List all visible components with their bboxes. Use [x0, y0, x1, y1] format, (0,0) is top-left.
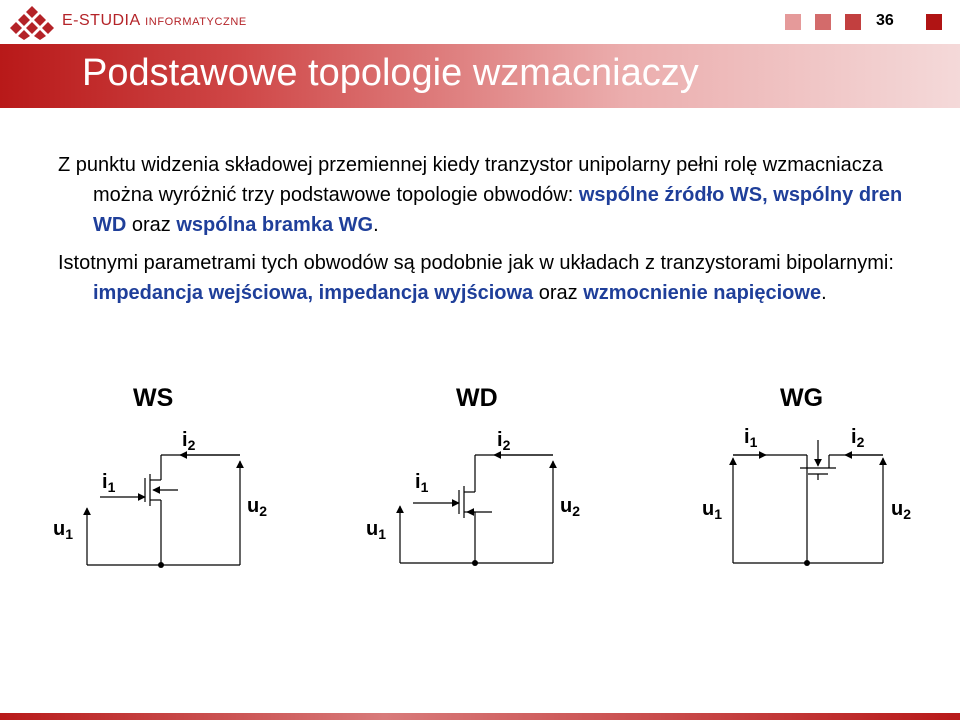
label-u1: u1: [366, 518, 386, 542]
label-u1: u1: [702, 498, 722, 522]
decor-square: [926, 14, 942, 30]
label-i1: i1: [415, 471, 429, 495]
text-run: Z punktu widzenia składowej przemiennej …: [58, 154, 883, 206]
label-i2: i2: [497, 429, 511, 453]
label-u2: u2: [560, 495, 580, 519]
decor-square: [845, 14, 861, 30]
circuit-ws: [83, 451, 244, 568]
label-i2: i2: [182, 429, 196, 453]
label-u2: u2: [891, 498, 911, 522]
circuit-label-ws: WS: [133, 384, 173, 412]
text-run: oraz: [126, 214, 177, 236]
footer-bar: [0, 713, 960, 720]
page-number: 36: [876, 12, 894, 29]
page-title: Podstawowe topologie wzmacniaczy: [82, 52, 699, 94]
circuit-label-wd: WD: [456, 384, 498, 412]
decor-square: [785, 14, 801, 30]
title-bar: Podstawowe topologie wzmacniaczy: [0, 44, 960, 108]
highlight-run: impedancja wejściowa, impedancja wyjścio…: [93, 282, 534, 304]
paragraph-1: Z punktu widzenia składowej przemiennej …: [58, 150, 918, 240]
text-run: .: [373, 214, 379, 236]
text-run: oraz: [533, 282, 584, 304]
logo-icon: [10, 6, 54, 40]
label-u2: u2: [247, 495, 267, 519]
logo-text-sub: INFORMATYCZNE: [145, 16, 247, 28]
text-run: Istotnymi parametrami tych obwodów są po…: [58, 252, 894, 274]
label-i1: i1: [102, 471, 116, 495]
logo-text: E-STUDIA INFORMATYCZNE: [62, 12, 247, 30]
body-text: Z punktu widzenia składowej przemiennej …: [58, 150, 918, 316]
text-run: .: [821, 282, 827, 304]
circuit-wd: [396, 451, 557, 566]
junction-dot: [158, 562, 164, 568]
label-u1: u1: [53, 518, 73, 542]
decor-square: [815, 14, 831, 30]
junction-dot: [804, 560, 810, 566]
paragraph-2: Istotnymi parametrami tych obwodów są po…: [58, 248, 918, 308]
highlight-run: wzmocnienie napięciowe: [583, 282, 822, 304]
highlight-run: wspólne źródło WS, wspólny dren WD: [93, 184, 903, 236]
highlight-run: wspólna bramka WG: [176, 214, 374, 236]
label-i2: i2: [851, 426, 865, 450]
label-i1: i1: [744, 426, 758, 450]
circuit-label-wg: WG: [780, 384, 823, 412]
logo-text-main: E-STUDIA: [62, 12, 141, 29]
circuit-wg: [729, 440, 887, 566]
junction-dot: [472, 560, 478, 566]
